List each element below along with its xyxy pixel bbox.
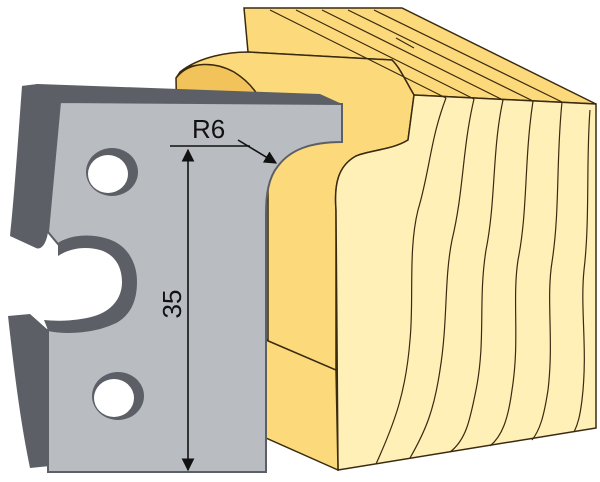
knife-notch-edge	[44, 236, 136, 332]
radius-leader-line	[237, 139, 278, 164]
dimensions: 35 R6	[157, 114, 278, 472]
mounting-hole-top	[86, 148, 138, 196]
knife-edge-side-lower	[8, 314, 50, 468]
knife-edge-top	[22, 84, 342, 104]
knife-edge-side	[10, 84, 60, 249]
wood-front-grain	[375, 97, 591, 465]
profile-knife	[8, 84, 343, 473]
mounting-hole-bottom	[92, 372, 144, 420]
radius-label: R6	[192, 114, 225, 144]
wood-top-grain	[269, 9, 563, 103]
height-label: 35	[157, 290, 187, 319]
wood-front-face	[334, 94, 597, 471]
